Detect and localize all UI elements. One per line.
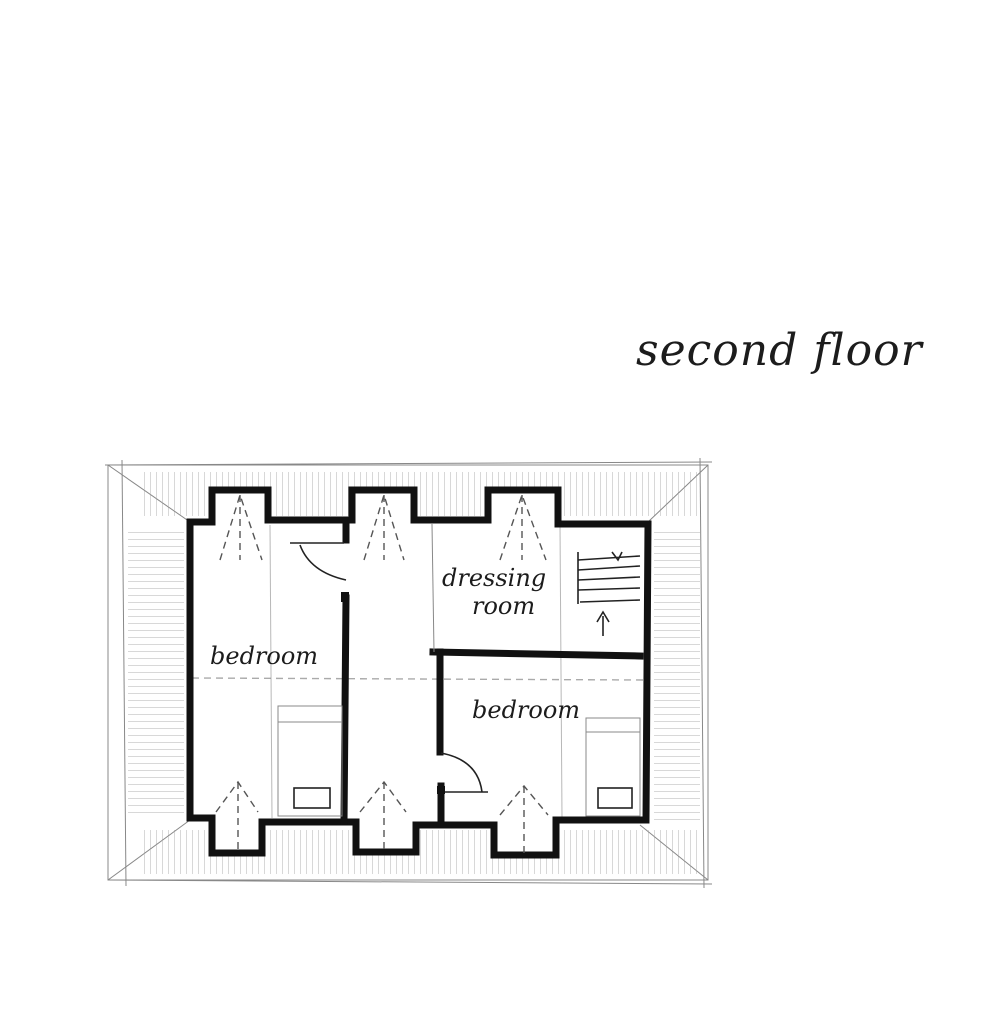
roof-hatching: [128, 472, 700, 874]
staircase: [577, 551, 641, 604]
drawing-title: second floor: [636, 325, 925, 376]
room-label-dressing-line2: room: [472, 592, 535, 620]
room-label-dressing-line1: dressing: [442, 564, 546, 592]
room-label-bedroom-left: bedroom: [210, 642, 318, 670]
doors: [290, 542, 488, 793]
exterior-wall: [186, 486, 652, 859]
post-marker: [341, 592, 349, 602]
stair-up-arrow-icon: [596, 610, 610, 636]
roof-outline: [104, 457, 713, 889]
room-label-bedroom-right: bedroom: [472, 696, 580, 724]
post-marker: [437, 786, 445, 794]
beds: [277, 705, 641, 817]
dormer-windows: [215, 492, 549, 855]
pencil-guides: [191, 524, 645, 819]
